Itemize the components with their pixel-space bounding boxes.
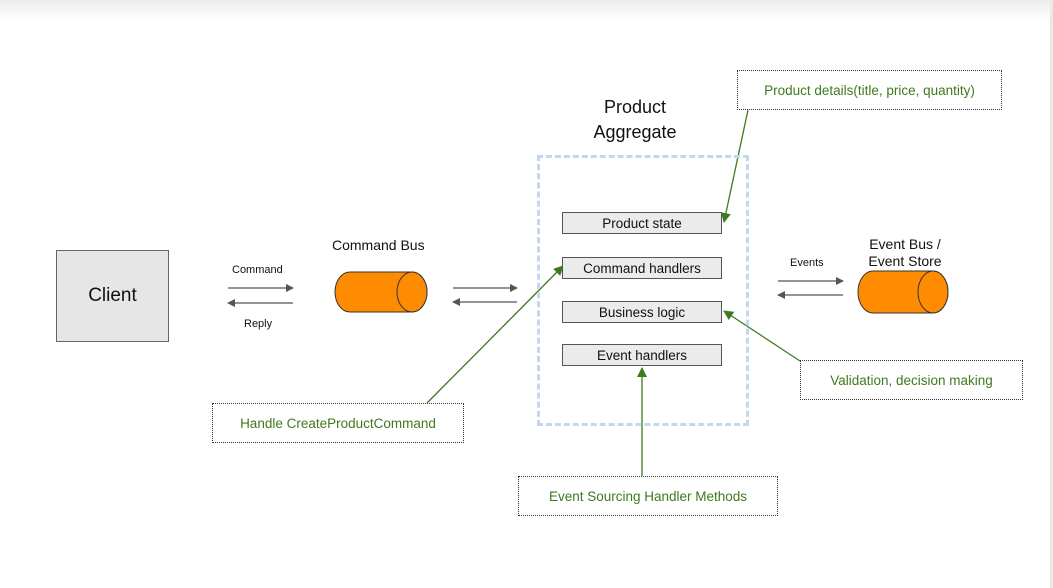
handle-command-note-text: Handle CreateProductCommand <box>240 415 436 431</box>
event-bus-label-line1: Event Bus / <box>869 236 941 252</box>
command-bus-cylinder <box>334 271 428 313</box>
product-details-note-text: Product details(title, price, quantity) <box>764 82 975 98</box>
business-logic-label: Business logic <box>598 304 686 320</box>
product-details-connector <box>720 109 749 223</box>
aggregate-title-line2: Aggregate <box>593 122 677 142</box>
top-shade <box>0 0 1053 22</box>
command-bus-label: Command Bus <box>332 237 425 253</box>
reply-label: Reply <box>244 318 273 330</box>
command-handlers-label: Command handlers <box>583 260 701 276</box>
product-state-label: Product state <box>602 215 682 231</box>
product-state-box: Product state <box>562 212 722 234</box>
handle-command-connector <box>426 265 564 404</box>
right-edge <box>1050 0 1053 588</box>
product-details-note: Product details(title, price, quantity) <box>737 70 1002 110</box>
event-bus-label: Event Bus / Event Store <box>857 236 953 270</box>
event-sourcing-note-text: Event Sourcing Handler Methods <box>548 488 748 504</box>
event-sourcing-note: Event Sourcing Handler Methods <box>518 476 778 516</box>
validation-note-text: Validation, decision making <box>830 372 993 388</box>
aggregate-title-line1: Product <box>603 97 667 117</box>
events-label: Events <box>790 257 824 269</box>
aggregate-title: Product Aggregate <box>560 95 710 145</box>
client-box: Client <box>56 250 169 342</box>
client-label: Client <box>88 285 137 306</box>
validation-note: Validation, decision making <box>800 360 1023 400</box>
event-bus-label-line2: Event Store <box>868 253 942 269</box>
command-handlers-box: Command handlers <box>562 257 722 279</box>
command-label: Command <box>232 264 283 276</box>
aggregate-boundary <box>537 155 749 426</box>
event-handlers-box: Event handlers <box>562 344 722 366</box>
business-logic-box: Business logic <box>562 301 722 323</box>
event-bus-cylinder <box>857 270 949 314</box>
validation-connector <box>723 310 801 362</box>
event-handlers-label: Event handlers <box>596 347 688 363</box>
handle-command-note: Handle CreateProductCommand <box>212 403 464 443</box>
